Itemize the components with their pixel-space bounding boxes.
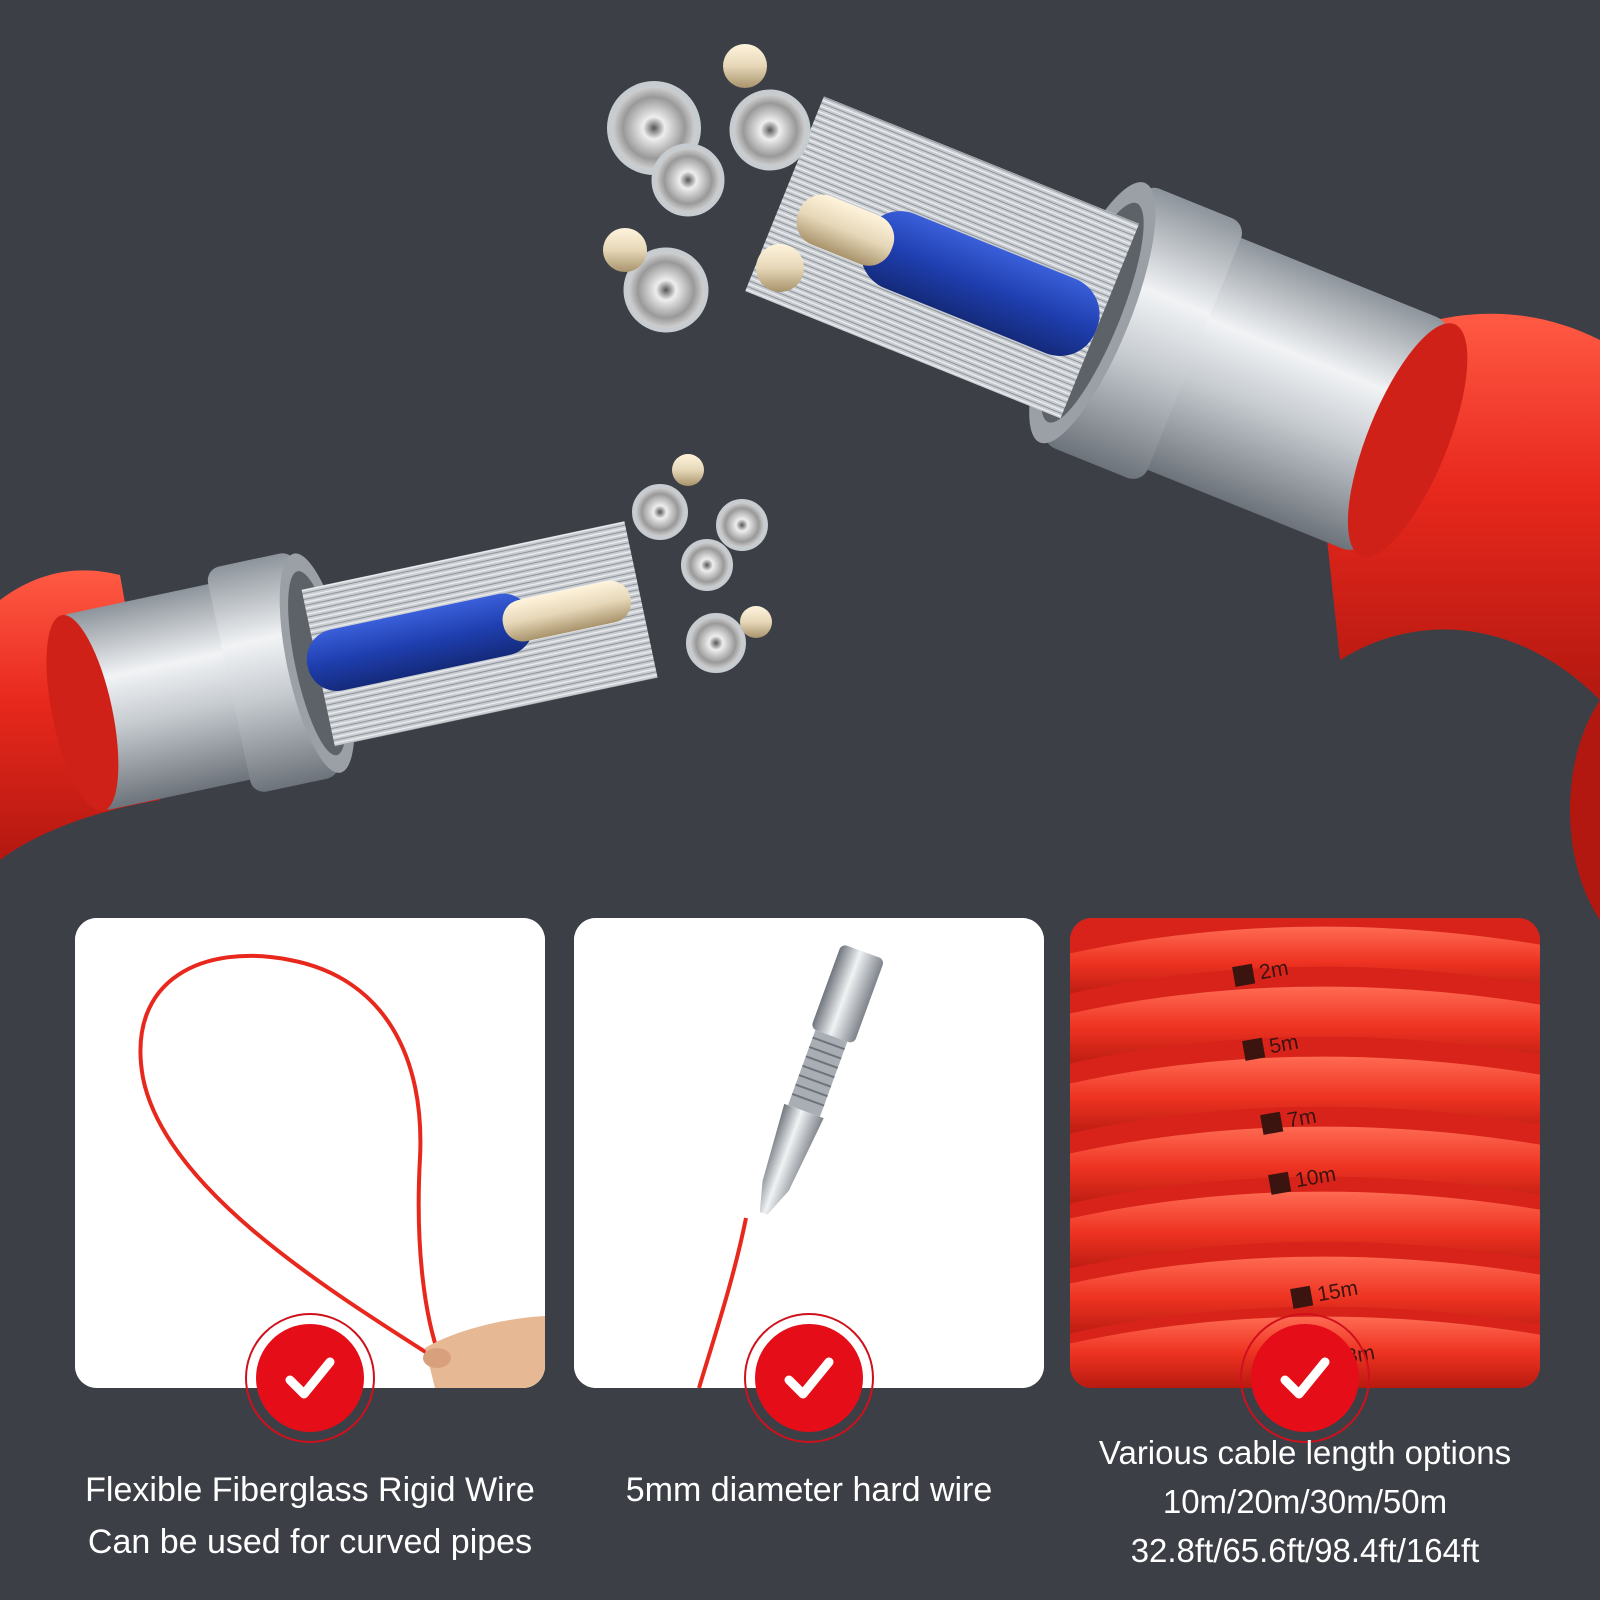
caption-line: 32.8ft/65.6ft/98.4ft/164ft (1130, 1532, 1480, 1569)
caption-line: 10m/20m/30m/50m (1162, 1483, 1448, 1520)
cable-coil-icon (1070, 918, 1540, 1388)
right-cable-icon (603, 44, 1600, 920)
flexible-tip-icon (574, 918, 1044, 1388)
checkmark-badge-3 (1240, 1313, 1370, 1443)
caption-fiberglass: Flexible Fiberglass Rigid Wire Can be us… (50, 1464, 570, 1568)
checkmark-icon (285, 1357, 335, 1399)
length-mark-text: 5m (1267, 1030, 1301, 1059)
caption-hard-wire: 5mm diameter hard wire (549, 1464, 1069, 1516)
length-mark-text: 2m (1257, 956, 1291, 985)
panel-fiberglass-wire (75, 918, 545, 1388)
checkmark-icon (784, 1357, 834, 1399)
checkmark-badge-2 (744, 1313, 874, 1443)
caption-line: Can be used for curved pipes (87, 1523, 533, 1561)
caption-line: 5mm diameter hard wire (625, 1471, 993, 1509)
mark-square-icon (1260, 1111, 1284, 1135)
checkmark-icon (1280, 1357, 1330, 1399)
length-mark-text: 7m (1285, 1104, 1319, 1133)
caption-line: Flexible Fiberglass Rigid Wire (85, 1471, 535, 1509)
checkmark-badge-1 (245, 1313, 375, 1443)
mark-square-icon (1268, 1171, 1292, 1195)
mark-square-icon (1232, 963, 1256, 987)
caption-line: Various cable length options (1098, 1434, 1512, 1471)
panel-cable-length: 2m 5m 7m 10m 15m 8m (1070, 918, 1540, 1388)
fiberglass-loop-icon (75, 918, 545, 1388)
caption-cable-length: Various cable length options 10m/20m/30m… (1045, 1428, 1565, 1575)
panel-hard-wire (574, 918, 1044, 1388)
mark-square-icon (1290, 1285, 1314, 1309)
left-cable-icon (0, 454, 772, 860)
hero-cable-illustration (0, 44, 1600, 920)
mark-square-icon (1242, 1037, 1266, 1061)
